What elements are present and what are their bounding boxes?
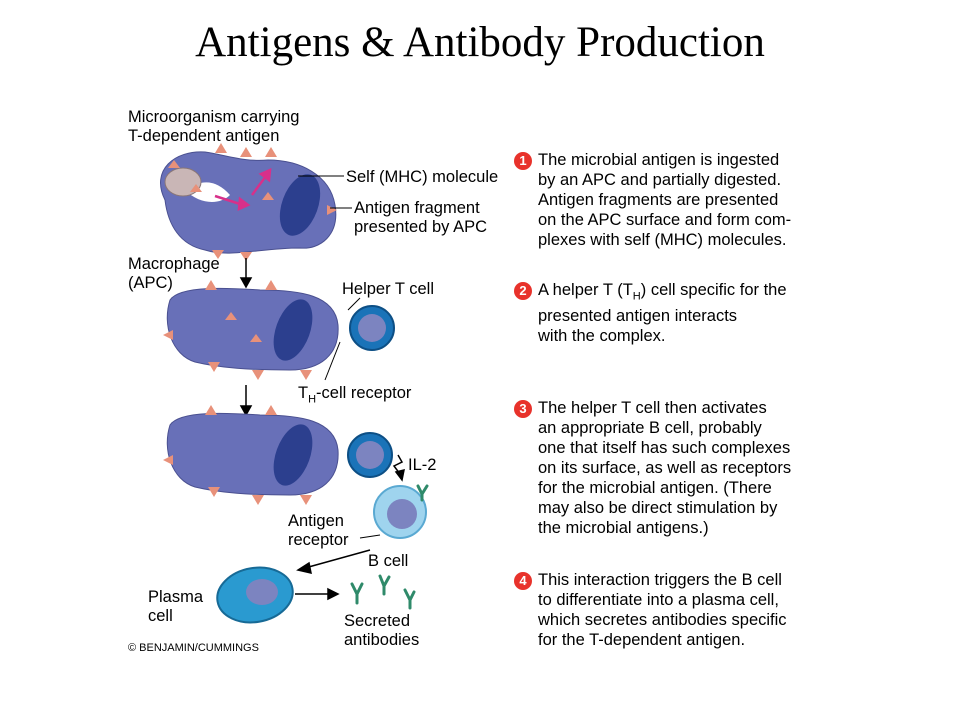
microorganism	[164, 167, 202, 197]
apc-cell-presenting	[166, 287, 395, 371]
apc-nucleus	[279, 174, 321, 236]
label-helper-t: Helper T cell	[342, 280, 435, 298]
apc-cell-ingesting	[160, 151, 337, 254]
step-text: This interaction triggers the B cell to …	[538, 571, 787, 649]
label-self-mhc: Self (MHC) molecule	[346, 168, 499, 186]
step-text: The helper T cell then activates an appr…	[538, 399, 792, 537]
antibodies	[350, 484, 429, 610]
page-title: Antigens & Antibody Production	[195, 19, 765, 66]
label-microorganism: Microorganism carrying T-dependent antig…	[128, 108, 300, 145]
plasma-cell	[216, 566, 294, 624]
label-antigen-fragment: Antigen fragment presented by APC	[354, 199, 487, 236]
step-number-badge: 1	[514, 152, 532, 170]
flow-arrows	[239, 258, 405, 601]
label-plasma-cell: Plasma cell	[148, 588, 204, 625]
label-macrophage: Macrophage (APC)	[128, 255, 220, 292]
step-text: The microbial antigen is ingested by an …	[538, 151, 792, 249]
apc-spikes-2	[163, 280, 312, 380]
ingestion-arrows	[214, 167, 272, 212]
apc-spikes-3	[163, 405, 312, 505]
label-secreted-antibodies: Secreted antibodies	[344, 612, 420, 649]
leader-lines	[298, 175, 381, 539]
apc-cell-activating	[166, 412, 427, 539]
label-b-cell: B cell	[368, 552, 409, 570]
label-antigen-receptor: Antigen receptor	[288, 512, 349, 549]
copyright: © BENJAMIN/CUMMINGS	[128, 642, 259, 654]
step-number-badge: 2	[514, 282, 532, 300]
step-number-badge: 4	[514, 572, 532, 590]
step-number-badge: 3	[514, 400, 532, 418]
step-text: A helper T (TH) cell specific for the pr…	[538, 281, 787, 346]
label-il2: IL-2	[408, 456, 437, 474]
label-th-receptor: TH-cell receptor	[298, 384, 412, 406]
apc-spikes-1	[168, 143, 337, 261]
